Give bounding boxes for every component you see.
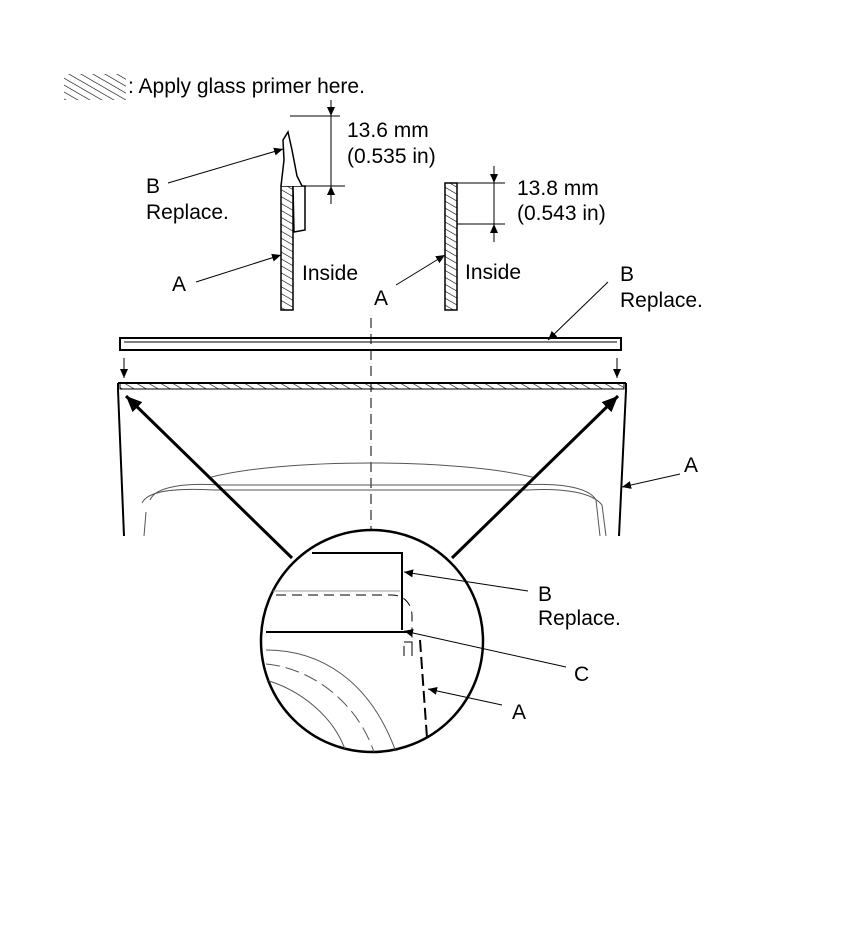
left-molding-lip xyxy=(280,130,303,187)
molding-label-b-note: Replace. xyxy=(620,289,703,312)
molding-strip: B Replace. xyxy=(119,263,703,378)
right-inside-label: Inside xyxy=(465,261,521,284)
legend-text: : Apply glass primer here. xyxy=(128,75,365,98)
detail-label-c: C xyxy=(574,663,589,686)
molding-label-b: B xyxy=(620,263,634,286)
left-label-b: B xyxy=(146,175,160,198)
left-inside-label: Inside xyxy=(302,262,358,285)
left-label-b-note: Replace. xyxy=(146,201,229,224)
right-glass-panel xyxy=(444,182,458,311)
right-section: 13.8 mm (0.543 in) A Inside xyxy=(374,166,606,311)
detail-label-b-note: Replace. xyxy=(538,607,621,630)
windshield-body: A xyxy=(117,382,698,560)
left-dimension-mm: 13.6 mm xyxy=(347,119,429,142)
right-dimension-mm: 13.8 mm xyxy=(517,177,599,200)
legend: : Apply glass primer here. xyxy=(64,74,365,100)
left-glass-panel xyxy=(280,185,294,311)
right-label-a: A xyxy=(374,287,388,310)
left-dimension-in: (0.535 in) xyxy=(347,145,436,168)
left-section: 13.6 mm (0.535 in) B Replace. A Inside xyxy=(146,100,436,311)
detail-circle: B Replace. C A xyxy=(259,528,621,754)
right-dimension-in: (0.543 in) xyxy=(517,202,606,225)
left-molding xyxy=(292,185,306,233)
detail-label-a: A xyxy=(512,701,526,724)
primer-hatch-swatch xyxy=(64,74,126,100)
left-label-a: A xyxy=(172,273,186,296)
body-label-a: A xyxy=(684,454,698,477)
detail-label-b: B xyxy=(538,583,552,606)
